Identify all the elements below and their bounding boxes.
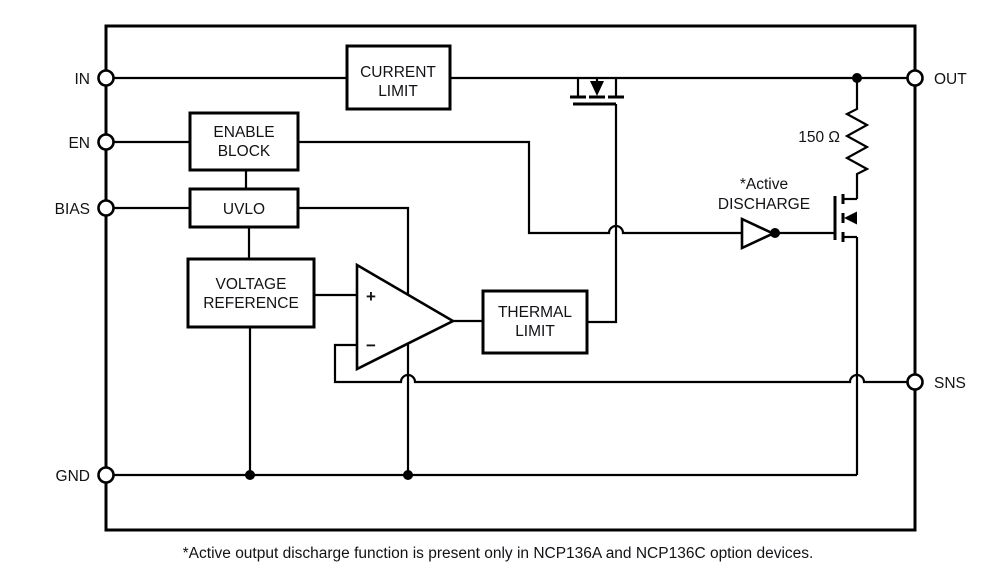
thermal-limit-box: [481, 289, 589, 355]
voltage-reference-box: [186, 257, 316, 329]
pass-transistor-pmos: [570, 78, 624, 106]
opamp-plus-input: +: [366, 287, 376, 306]
pin-sns-circle: [906, 373, 924, 391]
pin-gnd-circle: [97, 466, 115, 484]
pin-gnd-label: GND: [56, 468, 90, 485]
discharge-buffer-triangle: [740, 216, 777, 251]
current-limit-label-line1: CURRENT: [360, 64, 436, 81]
uvlo-block: UVLO: [188, 187, 300, 229]
pin-in: IN: [75, 69, 115, 88]
pin-en: EN: [68, 133, 115, 152]
error-amplifier: + −: [355, 262, 456, 372]
opamp-minus-input: −: [366, 336, 376, 355]
pin-sns-label: SNS: [934, 375, 966, 392]
enable-block-label-line2: BLOCK: [218, 143, 271, 160]
pin-bias-circle: [97, 199, 115, 217]
pin-out-label: OUT: [934, 71, 967, 88]
junction-out-node: [852, 73, 862, 83]
pin-en-circle: [97, 133, 115, 151]
current-limit-label-line2: LIMIT: [378, 83, 418, 100]
current-limit-box: [345, 44, 452, 111]
thermal-limit-block: THERMAL LIMIT: [481, 289, 589, 355]
pin-in-label: IN: [75, 71, 91, 88]
wire-thermal-to-gate: [587, 104, 618, 324]
pin-en-label: EN: [68, 135, 90, 152]
uvlo-label: UVLO: [223, 201, 265, 218]
thermal-limit-label-line1: THERMAL: [498, 304, 572, 321]
nmos-bulk-arrow: [844, 211, 857, 225]
pin-in-circle: [97, 69, 115, 87]
discharge-transistor-nmos: [833, 194, 857, 242]
active-discharge-label-line2: DISCHARGE: [718, 196, 810, 213]
opamp-triangle: [355, 262, 456, 372]
pin-out-circle: [906, 69, 924, 87]
enable-block: ENABLE BLOCK: [188, 111, 300, 172]
voltage-reference-label-line1: VOLTAGE: [216, 276, 287, 293]
resistor-150-ohm: [844, 78, 870, 199]
junction-vref-gnd: [245, 470, 255, 480]
current-limit-block: CURRENT LIMIT: [345, 44, 452, 111]
footnote-text: *Active output discharge function is pre…: [183, 545, 814, 562]
pmos-bulk-arrow: [590, 81, 604, 96]
enable-block-label-line1: ENABLE: [213, 124, 274, 141]
voltage-reference-label-line2: REFERENCE: [203, 295, 299, 312]
active-discharge-label-line1: *Active: [740, 176, 788, 193]
wire-enable-to-discharge-buffer: [298, 140, 742, 235]
pin-gnd: GND: [56, 466, 115, 485]
enable-block-box: [188, 111, 300, 172]
thermal-limit-label-line2: LIMIT: [515, 323, 555, 340]
pin-bias: BIAS: [55, 199, 115, 218]
ic-boundary: [104, 24, 917, 532]
uvlo-box: [188, 187, 300, 229]
wire-sns-feedback: [333, 343, 915, 384]
resistor-value-label: 150 Ω: [798, 129, 840, 146]
pin-sns: SNS: [906, 373, 966, 392]
pin-out: OUT: [906, 69, 967, 88]
voltage-reference-block: VOLTAGE REFERENCE: [186, 257, 316, 329]
pin-bias-label: BIAS: [55, 201, 90, 218]
junction-uvlo-gnd: [403, 470, 413, 480]
wire-uvlo-to-gnd: [298, 206, 410, 475]
